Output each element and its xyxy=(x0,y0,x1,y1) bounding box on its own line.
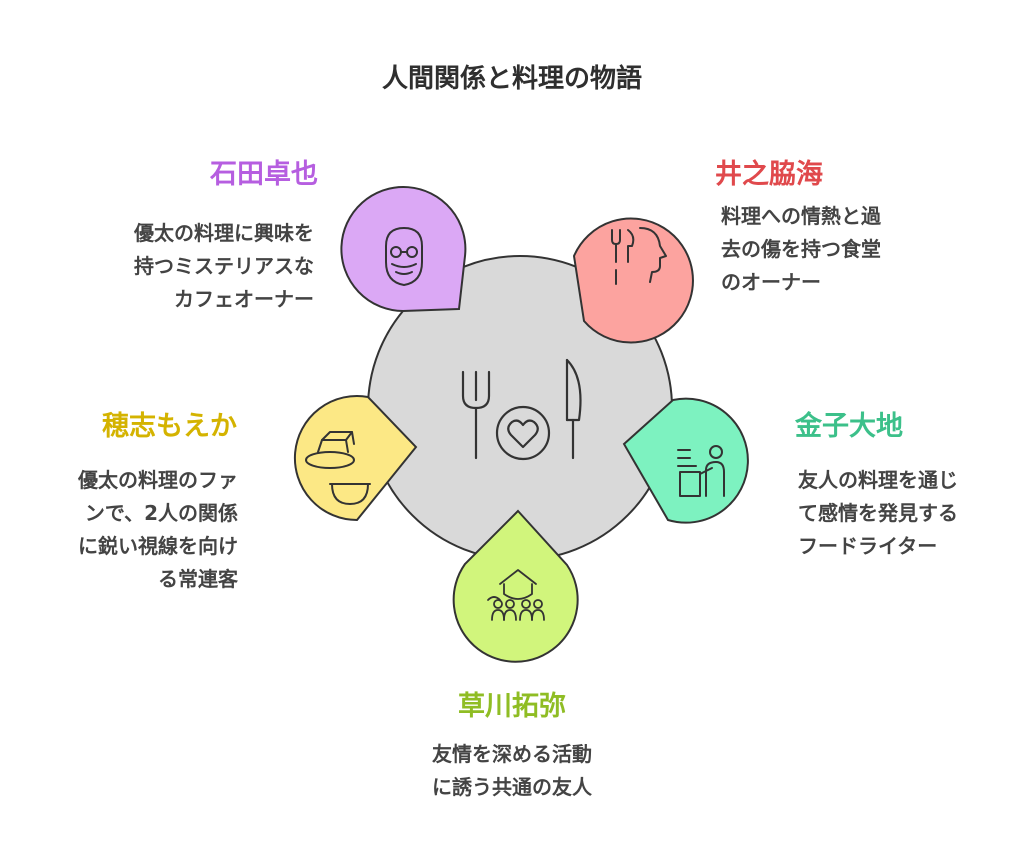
ishida-name: 石田卓也 xyxy=(210,159,318,190)
kusakawa-node xyxy=(452,509,579,663)
iwaki-name: 井之脇海 xyxy=(715,159,823,190)
kaneko-name: 金子大地 xyxy=(795,411,903,442)
hozumi-desc-line: ンで、2人の関係 xyxy=(84,501,238,525)
kusakawa-desc-line: に誘う共通の友人 xyxy=(432,775,592,799)
butter-and-bowl-icon xyxy=(305,431,371,505)
hozumi-description: 優太の料理のファ ンで、2人の関係 に鋭い視線を向け る常連客 xyxy=(78,464,238,596)
hozumi-name: 穂志もえか xyxy=(102,411,237,442)
ishida-desc-line: 優太の料理に興味を xyxy=(134,221,314,245)
writer-at-desk-icon xyxy=(677,445,725,497)
hozumi-desc-line: る常連客 xyxy=(158,567,238,591)
iwaki-desc-line: 料理への情熱と過 xyxy=(721,204,881,228)
plate-fork-knife-heart-icon xyxy=(461,358,582,461)
head-with-utensils-icon xyxy=(611,227,667,285)
kaneko-description: 友人の料理を通じ て感情を発見する フードライター xyxy=(798,464,958,563)
kusakawa-name: 草川拓弥 xyxy=(458,691,566,722)
kusakawa-description: 友情を深める活動 に誘う共通の友人 xyxy=(362,738,662,804)
ishida-desc-line: カフェオーナー xyxy=(174,287,314,311)
ishida-node xyxy=(340,186,467,313)
ishida-description: 優太の料理に興味を 持つミステリアスな カフェオーナー xyxy=(134,217,314,316)
iwaki-desc-line: のオーナー xyxy=(721,270,821,294)
hozumi-node xyxy=(293,395,418,522)
bearded-man-glasses-icon xyxy=(385,227,423,286)
kusakawa-desc-line: 友情を深める活動 xyxy=(432,742,592,766)
hozumi-desc-line: 優太の料理のファ xyxy=(78,468,238,492)
hozumi-desc-line: に鋭い視線を向け xyxy=(78,534,238,558)
iwaki-description: 料理への情熱と過 去の傷を持つ食堂 のオーナー xyxy=(721,200,881,299)
kaneko-desc-line: 友人の料理を通じ xyxy=(798,468,958,492)
ishida-desc-line: 持つミステリアスな xyxy=(134,254,314,278)
diagram-title: 人間関係と料理の物語 xyxy=(381,64,642,94)
iwaki-desc-line: 去の傷を持つ食堂 xyxy=(721,237,881,261)
group-of-people-icon xyxy=(487,569,545,621)
kaneko-desc-line: フードライター xyxy=(798,534,938,558)
kaneko-node xyxy=(622,397,749,524)
kaneko-desc-line: て感情を発見する xyxy=(798,501,958,525)
